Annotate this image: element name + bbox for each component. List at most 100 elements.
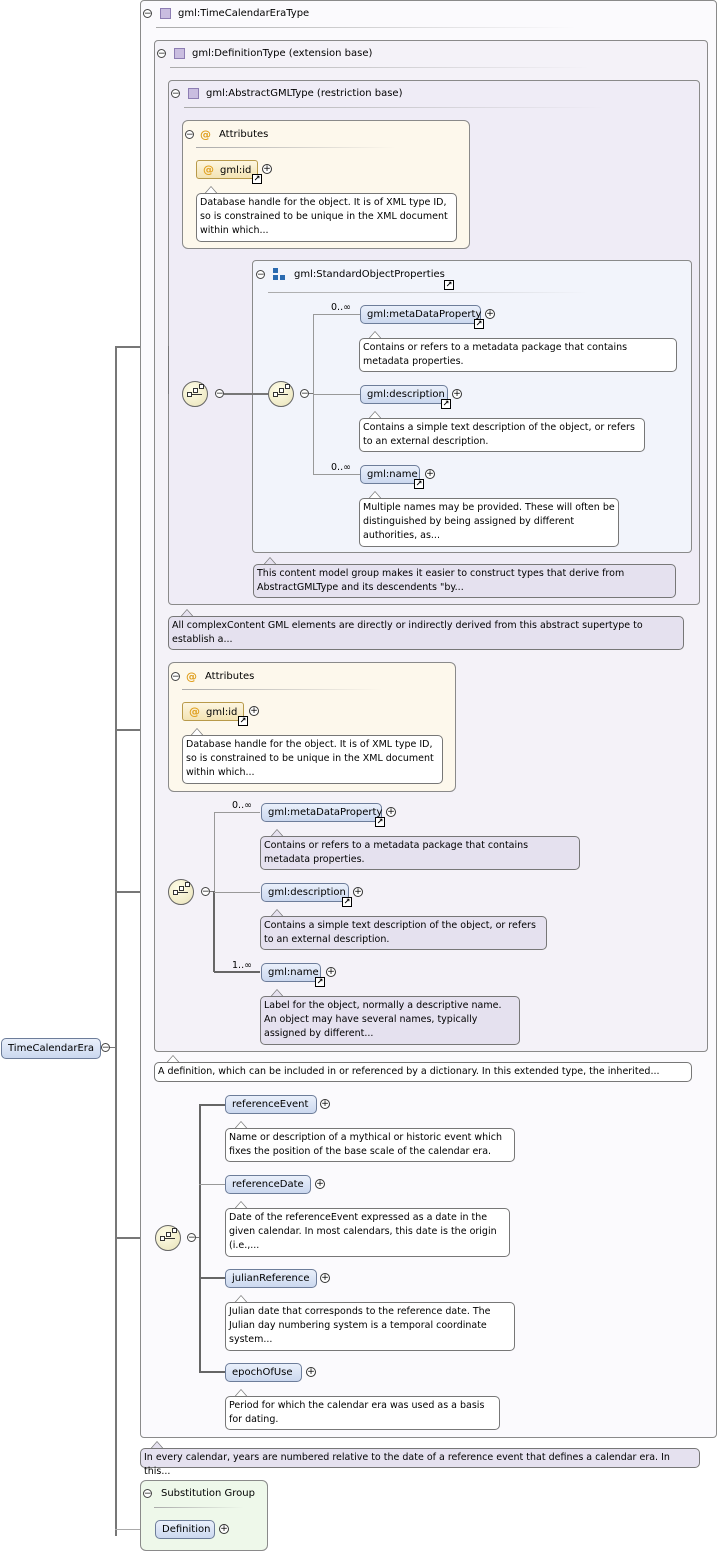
doc-pointer xyxy=(234,1201,248,1209)
doc-pointer xyxy=(190,728,204,736)
expand-icon[interactable]: + xyxy=(219,1524,229,1534)
expand-icon[interactable]: + xyxy=(315,1179,325,1189)
doc-name: Label for the object, normally a descrip… xyxy=(260,996,520,1045)
collapse-icon[interactable]: − xyxy=(157,49,166,59)
doc-pointer xyxy=(204,186,218,194)
element-metadataproperty[interactable]: gml:metaDataProperty xyxy=(261,803,382,822)
standard-object-properties-label: gml:StandardObjectProperties xyxy=(294,268,445,280)
sequence-compositor-icon[interactable] xyxy=(168,879,194,905)
complex-type-icon xyxy=(160,8,171,19)
reference-arrow-icon[interactable]: ↗ xyxy=(444,280,454,290)
element-label: julianReference xyxy=(232,1273,310,1284)
element-description[interactable]: gml:description xyxy=(360,385,448,404)
doc-timecalendarera: In every calendar, years are numbered re… xyxy=(140,1448,700,1477)
doc-pointer xyxy=(234,1389,248,1397)
expand-icon[interactable]: + xyxy=(326,967,336,977)
element-description[interactable]: gml:description xyxy=(261,883,349,902)
sequence-compositor-icon[interactable] xyxy=(268,381,294,407)
expand-icon[interactable]: + xyxy=(386,807,396,817)
expand-icon[interactable]: + xyxy=(452,389,462,399)
connector xyxy=(196,1237,200,1238)
element-label: Definition xyxy=(162,1524,211,1535)
complex-type-icon xyxy=(188,88,199,99)
attribute-gml-id[interactable]: @gml:id xyxy=(182,702,244,721)
complex-type-icon xyxy=(174,48,185,59)
collapse-icon[interactable]: − xyxy=(101,1043,110,1053)
expand-icon[interactable]: + xyxy=(353,887,363,897)
attributes-header-inner: − @ Attributes xyxy=(185,128,268,141)
expand-icon[interactable]: + xyxy=(249,706,259,716)
attribute-gml-id[interactable]: @gml:id xyxy=(196,160,258,179)
element-epochofuse[interactable]: epochOfUse xyxy=(225,1363,302,1382)
expand-icon[interactable]: + xyxy=(320,1273,330,1283)
type-header-label: gml:TimeCalendarEraType xyxy=(178,8,310,19)
connector xyxy=(115,1529,155,1530)
collapse-icon[interactable]: − xyxy=(300,389,309,399)
connector xyxy=(309,393,314,394)
element-name[interactable]: gml:name xyxy=(360,465,420,484)
connector xyxy=(199,1371,225,1373)
doc-referenceevent: Name or description of a mythical or his… xyxy=(225,1128,515,1162)
element-julianreference[interactable]: julianReference xyxy=(225,1269,317,1288)
element-label: gml:metaDataProperty xyxy=(268,807,383,818)
doc-attribute-id-inner: Database handle for the object. It is of… xyxy=(196,193,457,242)
sequence-compositor-icon[interactable] xyxy=(155,1225,181,1251)
doc-julianreference: Julian date that corresponds to the refe… xyxy=(225,1302,515,1351)
doc-pointer xyxy=(368,331,382,339)
doc-description: Contains a simple text description of th… xyxy=(359,418,645,452)
expand-icon[interactable]: + xyxy=(425,469,435,479)
element-metadataproperty[interactable]: gml:metaDataProperty xyxy=(360,305,481,324)
substitution-group-label: Substitution Group xyxy=(161,1488,255,1499)
expand-icon[interactable]: + xyxy=(485,309,495,319)
sequence-compositor-icon[interactable] xyxy=(182,381,208,407)
connector xyxy=(199,1104,225,1106)
substitution-group-box xyxy=(140,1480,268,1551)
element-label: gml:name xyxy=(268,967,319,978)
attributes-label: Attributes xyxy=(219,129,269,140)
reference-arrow-icon[interactable]: ↗ xyxy=(474,319,484,329)
element-label: gml:metaDataProperty xyxy=(367,309,482,320)
attribute-at-icon: @ xyxy=(200,128,211,141)
collapse-icon[interactable]: − xyxy=(256,269,265,280)
doc-definition-type: A definition, which can be included in o… xyxy=(154,1062,692,1082)
collapse-icon[interactable]: − xyxy=(143,9,152,19)
doc-pointer xyxy=(368,491,382,499)
element-label: referenceDate xyxy=(232,1179,304,1190)
doc-pointer xyxy=(234,1121,248,1129)
connector xyxy=(214,971,260,973)
root-element-timecalendarera[interactable]: TimeCalendarEra xyxy=(1,1038,101,1059)
element-definition[interactable]: Definition xyxy=(155,1520,215,1539)
header-divider xyxy=(268,292,588,293)
reference-arrow-icon[interactable]: ↗ xyxy=(441,399,451,409)
header-divider xyxy=(196,147,396,148)
reference-arrow-icon[interactable]: ↗ xyxy=(252,174,262,184)
connector xyxy=(210,891,214,892)
collapse-icon[interactable]: − xyxy=(143,1489,152,1499)
collapse-icon[interactable]: − xyxy=(171,89,180,99)
reference-arrow-icon[interactable]: ↗ xyxy=(414,479,424,489)
element-name[interactable]: gml:name xyxy=(261,963,321,982)
element-referenceevent[interactable]: referenceEvent xyxy=(225,1095,317,1114)
occurrence-label: 0..∞ xyxy=(331,302,351,313)
expand-icon[interactable]: + xyxy=(306,1367,316,1377)
expand-icon[interactable]: + xyxy=(320,1099,330,1109)
doc-standard-object-properties: This content model group makes it easier… xyxy=(253,564,676,598)
connector xyxy=(214,812,260,813)
collapse-icon[interactable]: − xyxy=(171,672,180,682)
collapse-icon[interactable]: − xyxy=(185,130,194,140)
element-label: referenceEvent xyxy=(232,1099,309,1110)
reference-arrow-icon[interactable]: ↗ xyxy=(238,716,248,726)
doc-pointer xyxy=(180,609,194,617)
doc-name: Multiple names may be provided. These wi… xyxy=(359,498,619,547)
doc-pointer xyxy=(166,1055,180,1063)
element-referencedate[interactable]: referenceDate xyxy=(225,1175,311,1194)
expand-icon[interactable]: + xyxy=(262,164,272,174)
element-label: epochOfUse xyxy=(232,1367,293,1378)
collapse-icon[interactable]: − xyxy=(187,1233,196,1243)
reference-arrow-icon[interactable]: ↗ xyxy=(315,977,325,987)
collapse-icon[interactable]: − xyxy=(201,887,210,897)
collapse-icon[interactable]: − xyxy=(215,389,224,399)
reference-arrow-icon[interactable]: ↗ xyxy=(342,897,352,907)
reference-arrow-icon[interactable]: ↗ xyxy=(375,817,385,827)
attribute-at-icon: @ xyxy=(186,670,197,683)
